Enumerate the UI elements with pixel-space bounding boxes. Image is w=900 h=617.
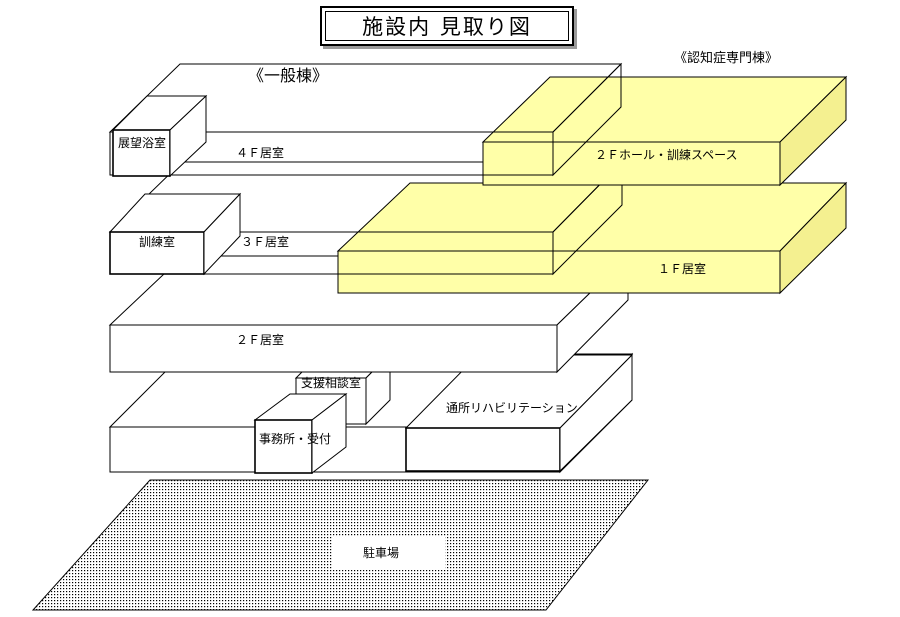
parking-label-bg bbox=[333, 537, 445, 569]
consultation-room-label: 支援相談室 bbox=[301, 376, 362, 390]
parking-label: 駐車場 bbox=[363, 546, 400, 560]
hall-2f-label: ２Ｆホール・訓練スペース bbox=[595, 148, 738, 162]
title-frame: 施設内 見取り図 bbox=[320, 6, 574, 46]
floor-4-slab bbox=[108, 62, 623, 177]
training-room-block bbox=[108, 192, 242, 276]
general-building-label: 《一般棟》 bbox=[248, 66, 329, 85]
daycare-block bbox=[404, 353, 634, 473]
training-room-label: 訓練室 bbox=[139, 235, 176, 249]
bath-room-block bbox=[111, 94, 208, 178]
room-1f-label: １Ｆ居室 bbox=[658, 262, 707, 276]
daycare-label: 通所リハビリテーション bbox=[446, 401, 578, 415]
bath-room-label: 展望浴室 bbox=[118, 136, 167, 150]
dementia-building-label: 《認知症専門棟》 bbox=[674, 51, 779, 66]
office-label: 事務所・受付 bbox=[259, 432, 332, 446]
dementia-2f-block bbox=[481, 75, 848, 187]
floor-2-label: ２Ｆ居室 bbox=[236, 333, 285, 347]
floor-4-label: ４Ｆ居室 bbox=[236, 146, 285, 160]
office-block bbox=[253, 392, 348, 475]
dementia-1f-block bbox=[336, 181, 848, 295]
page-title: 施設内 見取り図 bbox=[325, 11, 569, 41]
floor-3-label: ３Ｆ居室 bbox=[241, 235, 290, 249]
